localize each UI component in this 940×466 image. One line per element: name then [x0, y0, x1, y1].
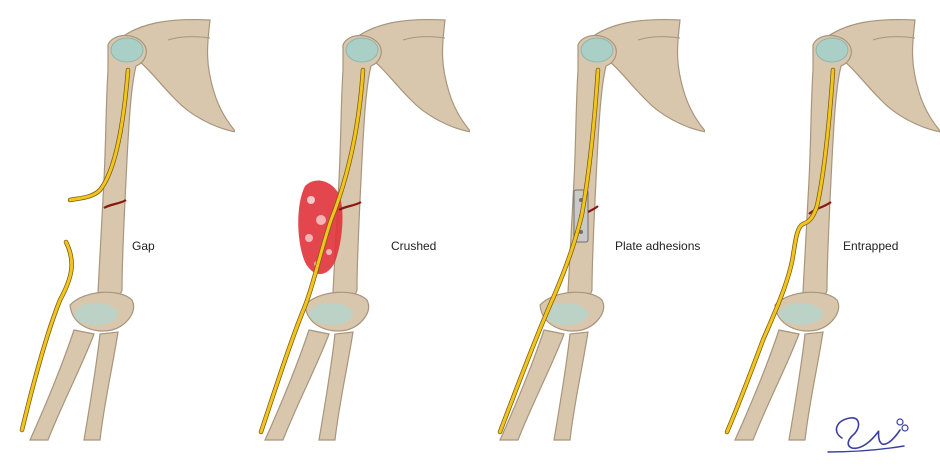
artist-signature: [0, 0, 940, 466]
illustration-stage: Gap: [0, 0, 940, 466]
